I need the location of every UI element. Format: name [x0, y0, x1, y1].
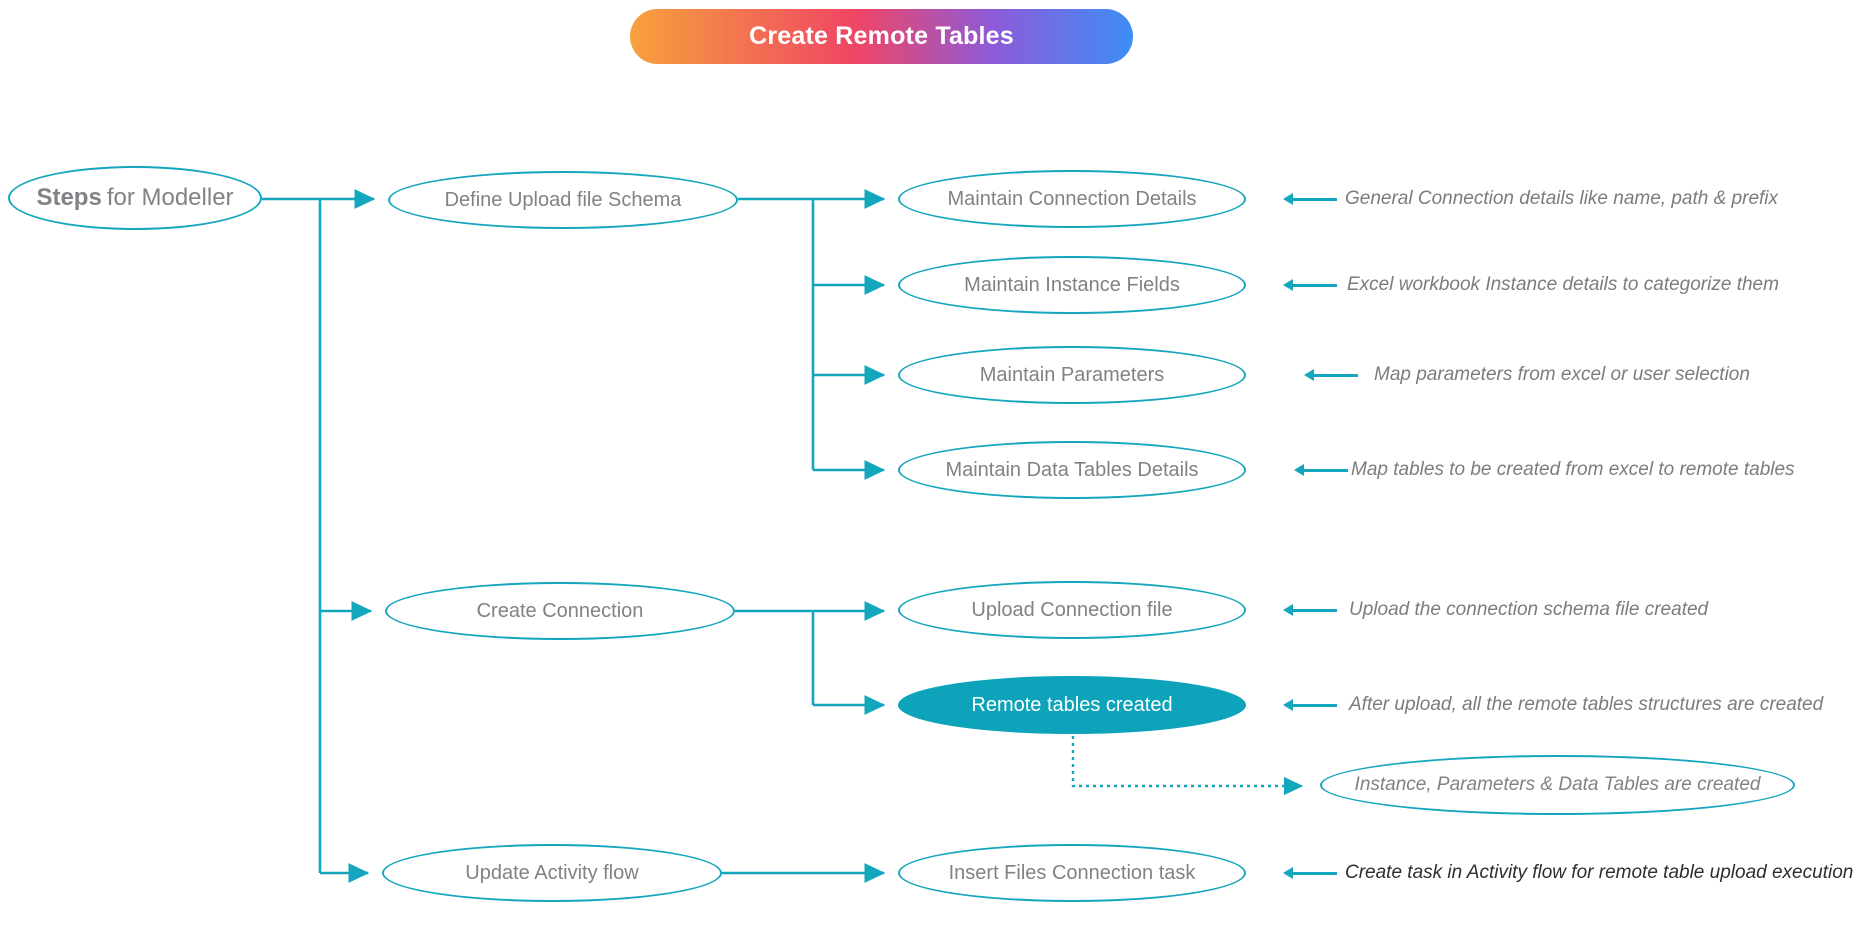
node-update-activity-flow: Update Activity flow — [382, 844, 722, 902]
left-arrow-icon — [1283, 192, 1337, 205]
node-maintain-instance-fields: Maintain Instance Fields — [898, 256, 1246, 314]
left-arrow-icon — [1283, 278, 1337, 291]
node-maintain-data-tables-details: Maintain Data Tables Details — [898, 441, 1246, 499]
left-arrow-icon — [1283, 603, 1337, 616]
node-remote-tables-created: Remote tables created — [898, 676, 1246, 734]
node-upload-connection-file: Upload Connection file — [898, 581, 1246, 639]
node-steps-label-rest: for Modeller — [106, 184, 234, 211]
annotation-upload-schema-file: Upload the connection schema file create… — [1283, 599, 1708, 621]
node-steps-for-modeller: Steps for Modeller — [8, 166, 262, 230]
annotation-map-parameters: Map parameters from excel or user select… — [1304, 364, 1750, 386]
node-steps-label-bold: Steps — [36, 184, 102, 211]
node-instance-parameters-data-tables-created: Instance, Parameters & Data Tables are c… — [1320, 755, 1795, 815]
annotation-excel-workbook: Excel workbook Instance details to categ… — [1283, 274, 1779, 296]
node-maintain-connection-details: Maintain Connection Details — [898, 170, 1246, 228]
left-arrow-icon — [1304, 368, 1358, 381]
annotation-general-connection: General Connection details like name, pa… — [1283, 188, 1778, 210]
annotation-create-task: Create task in Activity flow for remote … — [1283, 862, 1853, 884]
node-maintain-parameters: Maintain Parameters — [898, 346, 1246, 404]
dotted-arrow-to-instance-created — [1071, 736, 1304, 796]
node-define-upload-file-schema: Define Upload file Schema — [388, 171, 738, 229]
annotation-after-upload: After upload, all the remote tables stru… — [1283, 694, 1823, 716]
annotation-map-tables: Map tables to be created from excel to r… — [1294, 459, 1795, 481]
left-arrow-icon — [1283, 866, 1337, 879]
node-create-connection: Create Connection — [385, 582, 735, 640]
root-trunk-line — [262, 197, 322, 873]
diagram-title: Create Remote Tables — [630, 9, 1133, 64]
node-insert-files-connection-task: Insert Files Connection task — [898, 844, 1246, 902]
left-arrow-icon — [1283, 698, 1337, 711]
left-arrow-icon — [1294, 463, 1348, 476]
